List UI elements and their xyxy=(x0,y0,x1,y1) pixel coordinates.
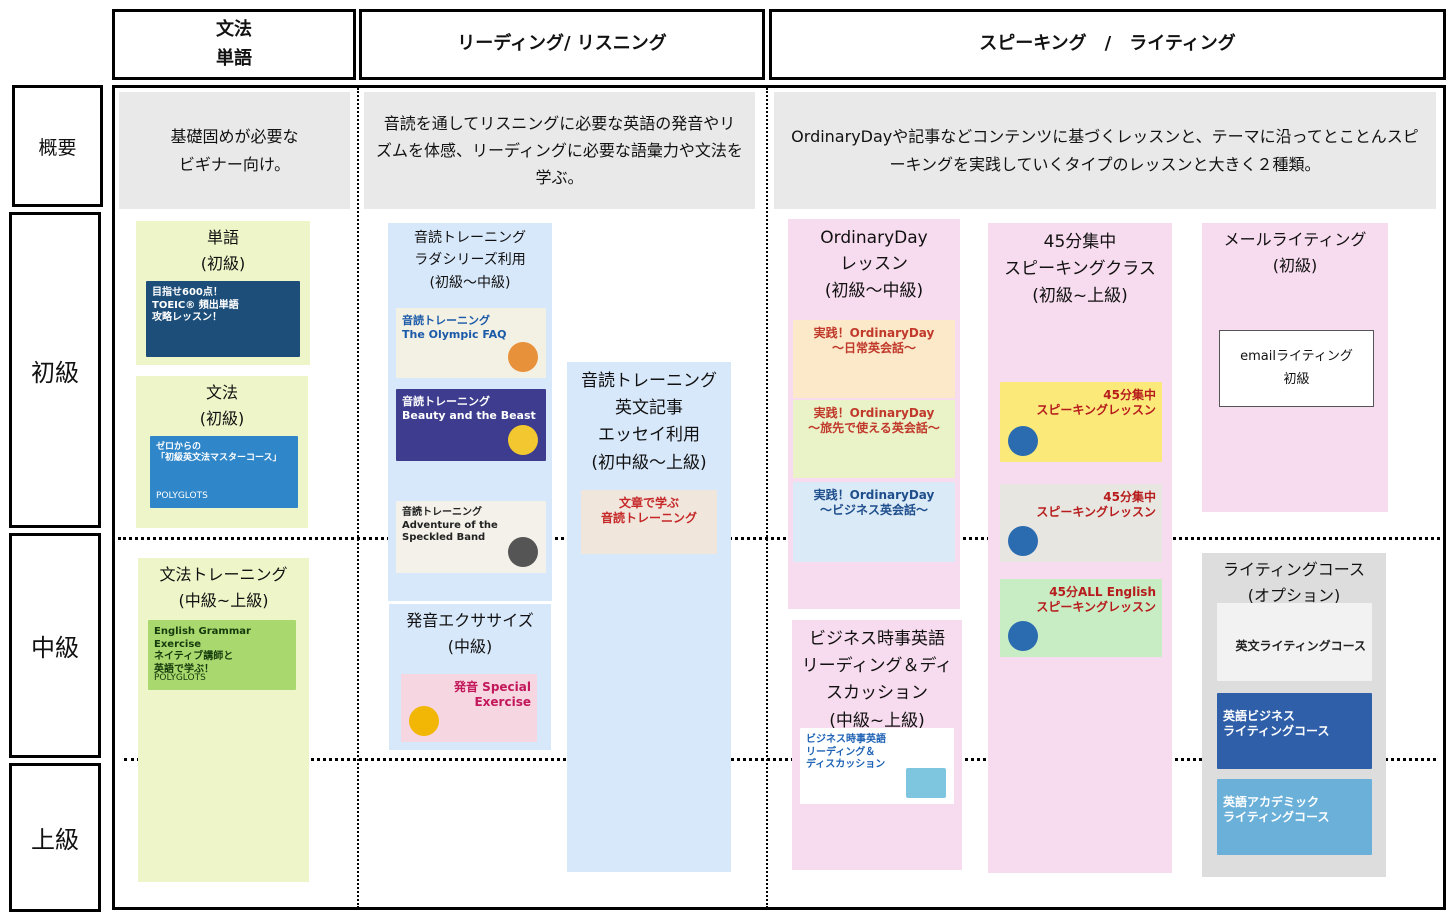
course-grammar-thumb-text: ゼロからの 「初級英文法マスターコース」 xyxy=(156,442,282,464)
course-grammar[interactable]: 文法 (初級) ゼロからの 「初級英文法マスターコース」 POLYGLOTS xyxy=(136,376,308,528)
course-ondoku-ladder-title: 音読トレーニング ラダシリーズ利用 (初級〜中級) xyxy=(414,230,526,291)
course-speaking45[interactable]: 45分集中 スピーキングクラス (初級~上級) 45分集中 スピーキングレッスン… xyxy=(988,223,1172,873)
course-pronunciation[interactable]: 発音エクササイズ (中級) 発音 Special Exercise xyxy=(389,604,551,750)
ondoku-ladder-thumb-2-text: 音読トレーニング Beauty and the Beast xyxy=(402,395,536,422)
princess-illustration-icon xyxy=(508,425,538,455)
course-vocab-thumb-text: 目指せ600点！ TOEIC® 頻出単語 攻略レッスン！ xyxy=(152,287,239,323)
course-business-news-title: ビジネス時事英語 リーディング＆ディ スカッション (中級~上級) xyxy=(801,629,953,731)
level-intermediate: 中級 xyxy=(9,533,101,758)
course-grammar-thumbnail[interactable]: ゼロからの 「初級英文法マスターコース」 POLYGLOTS xyxy=(150,436,298,508)
ondoku-ladder-thumb-3-text: 音読トレーニング Adventure of the Speckled Band xyxy=(402,507,498,543)
writing-thumb-1[interactable]: 英文ライティングコース xyxy=(1217,603,1372,681)
speaking45-thumb-3[interactable]: 45分ALL English スピーキングレッスン xyxy=(1000,579,1162,657)
detective-illustration-icon xyxy=(508,537,538,567)
speaking45-thumb-1-text: 45分集中 スピーキングレッスン xyxy=(1036,388,1156,417)
ondoku-ladder-thumb-3[interactable]: 音読トレーニング Adventure of the Speckled Band xyxy=(396,501,546,573)
course-business-news-thumbnail[interactable]: ビジネス時事英語 リーディング＆ ディスカッション xyxy=(800,728,954,804)
course-writing-title: ライティングコース (オプション) xyxy=(1223,560,1365,606)
course-grammar-training-thumbnail[interactable]: English Grammar Exercise ネイティブ講師と 英語で学ぶ！… xyxy=(148,620,296,690)
course-ordinaryday-title: OrdinaryDay レッスン (初級〜中級) xyxy=(820,228,928,301)
ondoku-ladder-thumb-2[interactable]: 音読トレーニング Beauty and the Beast xyxy=(396,389,546,461)
level-overview: 概要 xyxy=(12,85,103,207)
speech-bubble-icon xyxy=(1008,526,1038,556)
course-writing[interactable]: ライティングコース (オプション) 英文ライティングコース 英語ビジネス ライテ… xyxy=(1202,553,1386,877)
course-vocab[interactable]: 単語 (初級) 目指せ600点！ TOEIC® 頻出単語 攻略レッスン！ xyxy=(136,221,310,365)
speaking45-thumb-3-text: 45分ALL English スピーキングレッスン xyxy=(1036,585,1156,614)
ondoku-ladder-thumb-1-text: 音読トレーニング The Olympic FAQ xyxy=(402,314,507,341)
ordinaryday-thumb-1[interactable]: 実践！OrdinaryDay 〜日常英会話〜 xyxy=(793,320,955,398)
main-frame xyxy=(112,85,1446,910)
news-illustration-icon xyxy=(906,768,946,798)
header-speaking-writing: スピーキング / ライティング xyxy=(769,9,1446,80)
course-pronunciation-thumbnail[interactable]: 発音 Special Exercise xyxy=(401,674,537,742)
writing-thumb-2[interactable]: 英語ビジネス ライティングコース xyxy=(1217,693,1372,769)
course-grammar-training-title: 文法トレーニング (中級~上級) xyxy=(159,565,288,611)
course-grammar-training[interactable]: 文法トレーニング (中級~上級) English Grammar Exercis… xyxy=(138,558,309,882)
course-mail-writing-title: メールライティング (初級) xyxy=(1223,230,1367,276)
speech-bubble-icon xyxy=(1008,621,1038,651)
course-grammar-thumb-brand: POLYGLOTS xyxy=(156,491,208,502)
course-ondoku-essay[interactable]: 音読トレーニング 英文記事 エッセイ利用 (初中級〜上級) 文章で学ぶ 音読トレ… xyxy=(567,362,731,872)
ordinaryday-thumb-2-text: 実践！OrdinaryDay 〜旅先で使える英会話〜 xyxy=(808,406,940,435)
course-ondoku-essay-thumb-text: 文章で学ぶ 音読トレーニング xyxy=(600,496,697,525)
writing-thumb-2-text: 英語ビジネス ライティングコース xyxy=(1223,709,1330,738)
course-grammar-training-thumb-brand: POLYGLOTS xyxy=(154,673,206,684)
ordinaryday-thumb-1-text: 実践！OrdinaryDay 〜日常英会話〜 xyxy=(813,326,935,355)
woman-illustration-icon xyxy=(409,706,439,736)
course-business-news[interactable]: ビジネス時事英語 リーディング＆ディ スカッション (中級~上級) ビジネス時事… xyxy=(792,620,962,870)
ordinaryday-thumb-2[interactable]: 実践！OrdinaryDay 〜旅先で使える英会話〜 xyxy=(793,400,955,478)
divider-beginner-intermediate xyxy=(118,537,1440,540)
course-vocab-thumbnail[interactable]: 目指せ600点！ TOEIC® 頻出単語 攻略レッスン！ xyxy=(146,281,300,357)
runner-illustration-icon xyxy=(508,342,538,372)
speech-bubble-icon xyxy=(1008,426,1038,456)
level-advanced: 上級 xyxy=(9,763,101,912)
email-writing-box[interactable]: emailライティング 初級 xyxy=(1219,330,1374,407)
divider-vertical-2 xyxy=(766,88,768,908)
overview-reading-listening: 音読を通してリスニングに必要な英語の発音やリズムを体感、リーディングに必要な語彙… xyxy=(364,92,755,209)
speaking45-thumb-1[interactable]: 45分集中 スピーキングレッスン xyxy=(1000,382,1162,462)
writing-thumb-1-text: 英文ライティングコース xyxy=(1235,639,1366,653)
course-ondoku-essay-title: 音読トレーニング 英文記事 エッセイ利用 (初中級〜上級) xyxy=(581,371,717,473)
ondoku-ladder-thumb-1[interactable]: 音読トレーニング The Olympic FAQ xyxy=(396,308,546,378)
course-grammar-training-thumb-text: English Grammar Exercise ネイティブ講師と 英語で学ぶ！ xyxy=(154,626,251,675)
writing-thumb-3[interactable]: 英語アカデミック ライティングコース xyxy=(1217,779,1372,855)
header-grammar-vocab: 文法 単語 xyxy=(112,9,356,80)
course-grammar-title: 文法 (初級) xyxy=(199,383,245,429)
course-speaking45-title: 45分集中 スピーキングクラス (初級~上級) xyxy=(1004,232,1156,307)
speaking45-thumb-2-text: 45分集中 スピーキングレッスン xyxy=(1036,490,1156,519)
course-vocab-title: 単語 (初級) xyxy=(200,228,246,274)
overview-grammar-vocab: 基礎固めが必要な ビギナー向け。 xyxy=(119,92,350,209)
header-reading-listening: リーディング/ リスニング xyxy=(359,9,765,80)
divider-intermediate-advanced xyxy=(124,758,1436,761)
course-ondoku-ladder[interactable]: 音読トレーニング ラダシリーズ利用 (初級〜中級) 音読トレーニング The O… xyxy=(388,223,552,601)
writing-thumb-3-text: 英語アカデミック ライティングコース xyxy=(1223,795,1330,824)
course-ondoku-essay-thumbnail[interactable]: 文章で学ぶ 音読トレーニング xyxy=(581,490,717,554)
course-mail-writing[interactable]: メールライティング (初級) emailライティング 初級 xyxy=(1202,223,1388,512)
speaking45-thumb-2[interactable]: 45分集中 スピーキングレッスン xyxy=(1000,484,1162,562)
overview-speaking-writing: OrdinaryDayや記事などコンテンツに基づくレッスンと、テーマに沿ってとこ… xyxy=(774,92,1436,209)
course-ordinaryday[interactable]: OrdinaryDay レッスン (初級〜中級) 実践！OrdinaryDay … xyxy=(788,219,960,609)
course-pronunciation-thumb-text: 発音 Special Exercise xyxy=(454,680,531,709)
level-beginner: 初級 xyxy=(9,212,101,528)
ordinaryday-thumb-3-text: 実践！OrdinaryDay 〜ビジネス英会話〜 xyxy=(813,488,935,517)
divider-vertical-1 xyxy=(357,88,359,908)
ordinaryday-thumb-3[interactable]: 実践！OrdinaryDay 〜ビジネス英会話〜 xyxy=(793,482,955,562)
course-pronunciation-title: 発音エクササイズ (中級) xyxy=(406,611,534,657)
course-business-news-thumb-text: ビジネス時事英語 リーディング＆ ディスカッション xyxy=(806,734,886,770)
